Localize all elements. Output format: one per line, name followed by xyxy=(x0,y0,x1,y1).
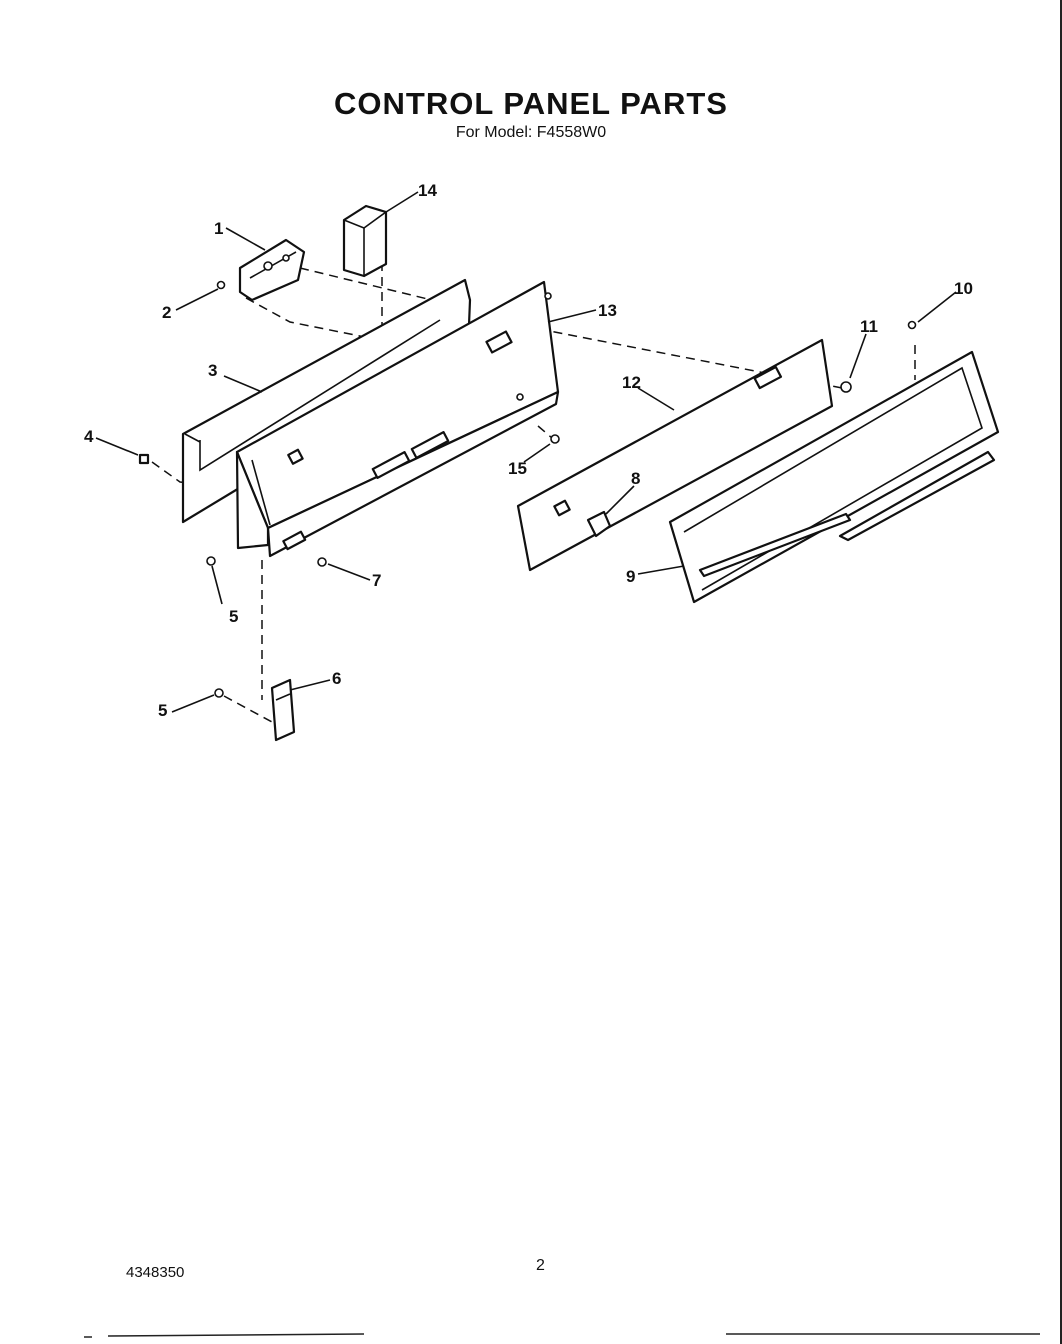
callout-14: 14 xyxy=(418,181,437,200)
callout-3: 3 xyxy=(208,361,217,380)
screw-2 xyxy=(216,280,226,290)
trim-frame xyxy=(668,350,1000,604)
screw-10 xyxy=(907,320,917,330)
control-knob xyxy=(586,510,612,538)
hardware xyxy=(138,280,917,698)
screw-5-lower xyxy=(214,688,224,698)
clip-4 xyxy=(138,453,150,465)
callout-12: 12 xyxy=(622,373,641,392)
callout-10: 10 xyxy=(954,279,973,298)
callout-4: 4 xyxy=(84,427,94,446)
callout-6: 6 xyxy=(332,669,341,688)
callout-labels: 1 2 3 4 5 5 6 7 8 9 10 11 12 13 14 15 xyxy=(84,181,973,720)
overlay-panel xyxy=(516,338,834,572)
callout-15: 15 xyxy=(508,459,527,478)
screw-5-upper xyxy=(206,556,216,566)
callout-9: 9 xyxy=(626,567,635,586)
callout-13: 13 xyxy=(598,301,617,320)
page-title: CONTROL PANEL PARTS xyxy=(334,86,728,121)
bottom-rule-lines xyxy=(84,1333,1040,1338)
screw-15 xyxy=(550,434,560,444)
main-console xyxy=(235,280,560,558)
callout-8: 8 xyxy=(631,469,640,488)
page-number: 2 xyxy=(536,1257,545,1274)
callout-5-lower: 5 xyxy=(158,701,167,720)
nut-11 xyxy=(840,381,852,393)
leader-lines xyxy=(95,191,957,713)
page-edge xyxy=(1060,0,1062,1344)
mounting-bracket xyxy=(270,678,296,742)
callout-11: 11 xyxy=(860,317,878,336)
callout-7: 7 xyxy=(372,571,381,590)
screw-7 xyxy=(317,557,327,567)
switch-box xyxy=(342,204,388,278)
model-subtitle: For Model: F4558W0 xyxy=(455,124,607,141)
document-number: 4348350 xyxy=(126,1264,185,1281)
callout-5-upper: 5 xyxy=(229,607,238,626)
clock-timer-module xyxy=(238,238,306,302)
callout-2: 2 xyxy=(162,303,171,322)
callout-1: 1 xyxy=(214,219,223,238)
